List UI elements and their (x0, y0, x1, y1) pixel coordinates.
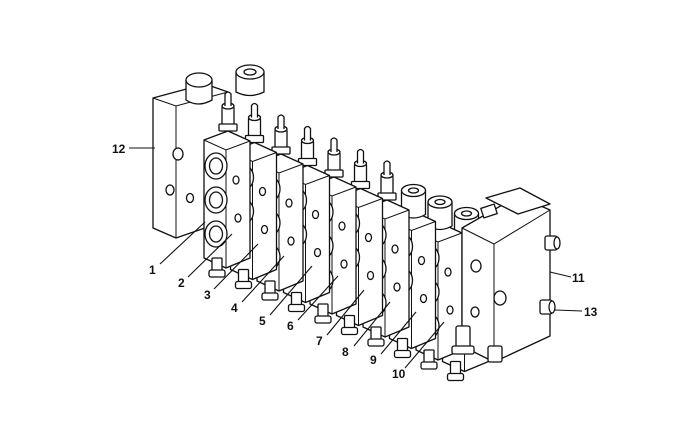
inlet-end-block (152, 64, 265, 239)
leader-line-7 (326, 289, 365, 336)
leader-line-2 (187, 233, 233, 278)
callout-13: 13 (584, 305, 598, 319)
leader-line-4 (241, 255, 285, 303)
leader-line-5 (269, 265, 313, 316)
leader-line-11 (549, 271, 572, 278)
callout-1: 1 (149, 263, 156, 277)
callout-5: 5 (259, 314, 266, 328)
leader-line-1 (159, 221, 206, 265)
leader-line-8 (353, 301, 391, 347)
valve-section-1 (203, 91, 251, 278)
callout-12: 12 (112, 142, 126, 156)
callout-11: 11 (572, 271, 585, 285)
callout-8: 8 (342, 345, 349, 359)
leader-line-6 (297, 275, 339, 321)
leader-lines (129, 147, 583, 369)
leader-line-3 (213, 243, 259, 290)
callout-10: 10 (392, 367, 406, 381)
callout-labels: 1 2 3 4 5 6 7 8 9 10 11 12 13 (112, 142, 598, 381)
callout-6: 6 (287, 319, 294, 333)
callout-9: 9 (370, 353, 377, 367)
outlet-end-block (451, 187, 561, 363)
leader-line-10 (404, 321, 445, 369)
callout-3: 3 (204, 288, 211, 302)
valve-sections (203, 91, 490, 382)
callout-7: 7 (316, 334, 323, 348)
callout-4: 4 (231, 301, 238, 315)
leader-line-13 (554, 309, 583, 312)
leader-line-9 (380, 311, 417, 355)
callout-2: 2 (178, 276, 185, 290)
